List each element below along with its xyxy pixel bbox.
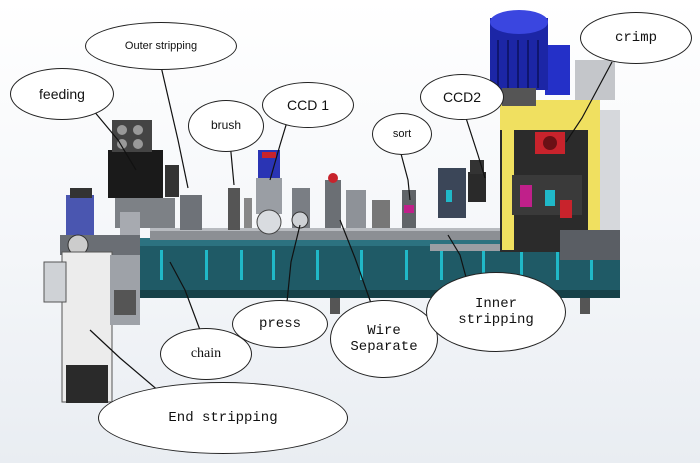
callout-inner-stripping-line2: stripping	[458, 312, 534, 328]
pointer-sort	[399, 149, 411, 201]
callout-press: press	[232, 300, 328, 348]
callout-wire-separate: Wire Separate	[330, 300, 438, 378]
pointer-chain	[169, 261, 201, 331]
callout-chain: chain	[160, 328, 252, 380]
callout-ccd1: CCD 1	[262, 82, 354, 128]
callout-wire-separate-line1: Wire	[367, 322, 401, 339]
callout-wire-separate-text: Wire Separate	[350, 323, 417, 355]
callout-ccd2-label: CCD2	[442, 88, 482, 105]
callout-end-stripping: End stripping	[98, 382, 348, 454]
callout-feeding-label: feeding	[39, 85, 85, 102]
callout-inner-stripping-text: Inner stripping	[458, 296, 534, 328]
mid-stations	[180, 150, 486, 235]
pointer-crimp	[565, 61, 613, 143]
pointer-outer-stripping	[159, 61, 189, 189]
callout-outer-stripping-label: Outer stripping	[124, 39, 198, 52]
callout-brush-label: brush	[210, 118, 242, 133]
callout-end-stripping-label: End stripping	[168, 409, 278, 426]
callout-outer-stripping: Outer stripping	[85, 22, 237, 70]
callout-wire-separate-line2: Separate	[350, 339, 418, 355]
callout-inner-stripping-line1: Inner	[474, 295, 517, 312]
callout-sort-label: sort	[392, 127, 412, 140]
callout-crimp-label: crimp	[614, 29, 657, 46]
pointer-wire-separate	[339, 219, 373, 307]
left-end-unit	[43, 188, 140, 403]
pointer-ccd2	[465, 117, 486, 179]
callout-crimp: crimp	[580, 12, 692, 64]
callout-chain-label: chain	[190, 345, 222, 361]
callout-ccd2: CCD2	[420, 74, 504, 120]
callout-sort: sort	[372, 113, 432, 155]
callout-ccd1-label: CCD 1	[286, 96, 329, 113]
pointer-end-stripping	[89, 329, 161, 393]
callout-brush: brush	[188, 100, 264, 152]
feeding-unit	[108, 120, 179, 242]
callout-feeding: feeding	[10, 68, 114, 120]
pointer-feeding	[87, 103, 137, 171]
crimp-unit	[490, 10, 620, 260]
pointer-press	[286, 224, 301, 303]
callout-inner-stripping: Inner stripping	[426, 272, 566, 352]
callout-press-label: press	[258, 315, 301, 332]
